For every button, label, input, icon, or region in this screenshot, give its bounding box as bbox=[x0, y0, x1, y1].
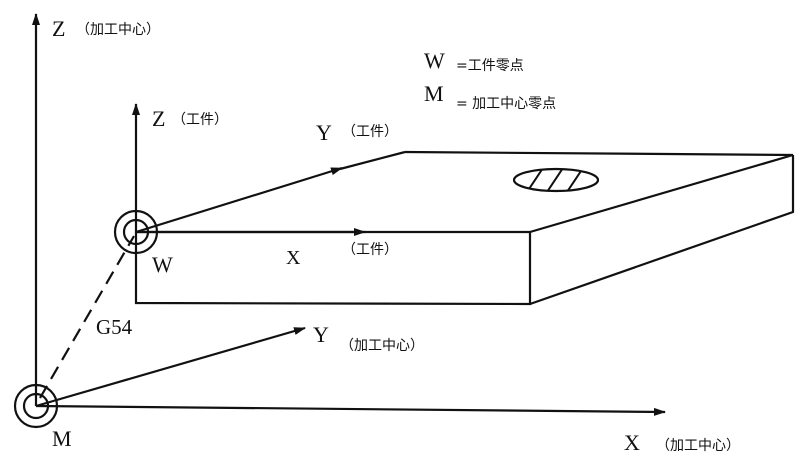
machine-origin-icon bbox=[13, 383, 59, 429]
work-x-label: X bbox=[286, 247, 301, 269]
work-y-note: （工件） bbox=[342, 124, 398, 140]
machine-axes bbox=[32, 13, 666, 416]
machine-origin-label: M bbox=[52, 426, 72, 451]
machine-x-note: （加工中心） bbox=[656, 438, 740, 454]
machine-z-label: Z bbox=[52, 16, 65, 41]
work-origin-label: W bbox=[152, 252, 173, 277]
machine-y-label: Y bbox=[313, 322, 329, 347]
work-axes bbox=[132, 103, 406, 236]
work-z-note: （工件） bbox=[172, 112, 228, 128]
work-z-label: Z bbox=[152, 106, 165, 131]
legend-m-symbol: M bbox=[424, 81, 444, 106]
machine-z-note: （加工中心） bbox=[76, 22, 160, 38]
machine-y-note: （加工中心） bbox=[340, 338, 424, 354]
machine-y-axis bbox=[35, 326, 306, 408]
work-origin-icon bbox=[113, 209, 159, 255]
work-x-note: （工件） bbox=[342, 242, 398, 258]
machine-x-axis bbox=[35, 404, 666, 416]
g54-offset-line bbox=[39, 235, 135, 399]
hole bbox=[512, 167, 600, 193]
legend: W =工件零点 M = 加工中心零点 bbox=[424, 48, 556, 112]
g54-label: G54 bbox=[96, 315, 133, 339]
legend-m-text: = 加工中心零点 bbox=[456, 96, 556, 112]
machine-x-label: X bbox=[624, 430, 640, 454]
work-y-axis bbox=[135, 166, 343, 234]
legend-w-symbol: W bbox=[424, 48, 445, 73]
legend-w-text: =工件零点 bbox=[456, 58, 524, 74]
work-y-label: Y bbox=[316, 120, 332, 145]
workpiece-block bbox=[134, 150, 795, 306]
